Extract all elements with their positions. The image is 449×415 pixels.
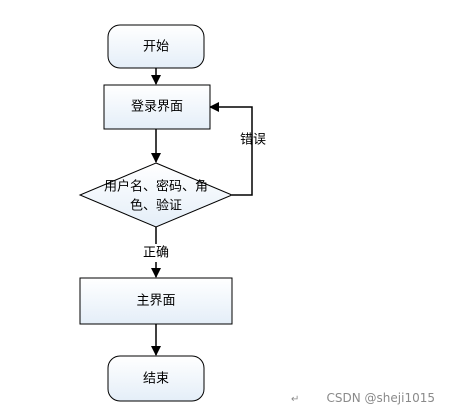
main-screen-node: 主界面 [79, 277, 233, 325]
paragraph-return-mark: ↵ [291, 394, 300, 405]
connector-error-loop [209, 102, 253, 196]
csdn-watermark: CSDN @sheji1015 [326, 391, 435, 405]
main-screen-label: 主界面 [136, 294, 175, 309]
end-node: 结束 [107, 355, 205, 402]
start-node-label: 开始 [143, 40, 169, 55]
edge-label-correct-bg [140, 244, 172, 262]
verify-decision-label-line2: 色、验证 [130, 198, 182, 214]
verify-decision-node: 用户名、密码、角 色、验证 [78, 162, 234, 228]
edge-label-correct: 正确 [143, 246, 169, 261]
edge-label-error: 错误 [240, 133, 266, 148]
end-node-label: 结束 [143, 372, 169, 387]
verify-decision-label-line1: 用户名、密码、角 [104, 179, 208, 195]
login-screen-label: 登录界面 [131, 100, 183, 115]
start-node: 开始 [107, 24, 205, 69]
login-screen-node: 登录界面 [103, 84, 211, 130]
